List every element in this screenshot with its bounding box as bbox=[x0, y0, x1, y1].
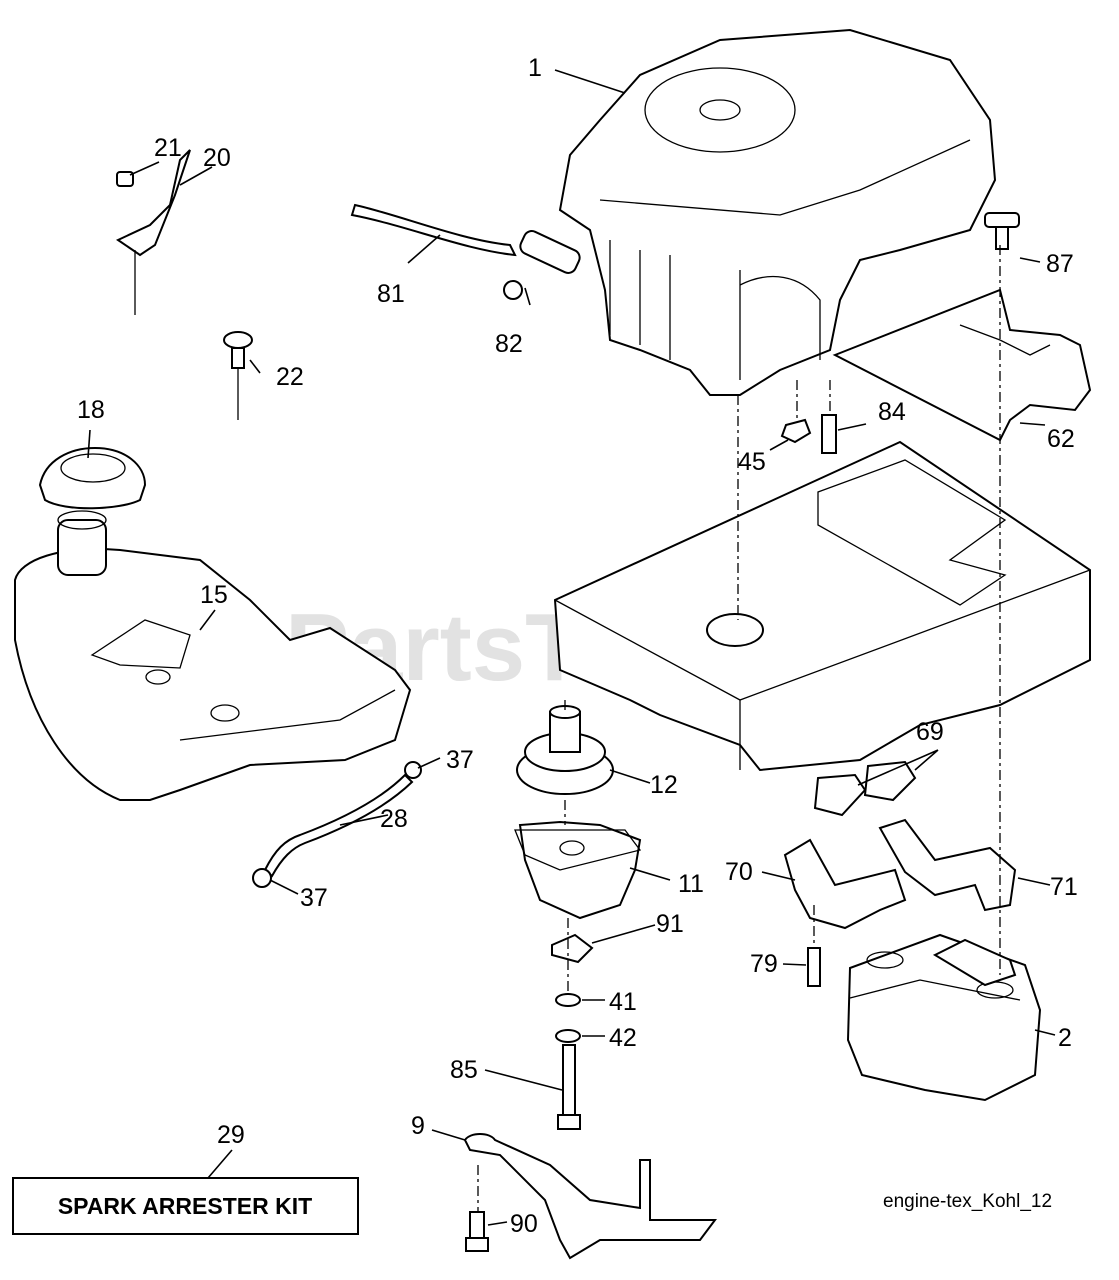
nut-45-part[interactable] bbox=[780, 418, 812, 444]
heat-shield-part[interactable] bbox=[832, 288, 1092, 442]
bolt-85-part[interactable] bbox=[557, 1044, 581, 1130]
hose-clamp-upper-part[interactable] bbox=[404, 761, 422, 779]
muffler-part[interactable] bbox=[846, 933, 1042, 1102]
callout-2: 2 bbox=[1058, 1024, 1072, 1052]
callout-45: 45 bbox=[738, 448, 766, 476]
callout-20: 20 bbox=[203, 144, 231, 172]
callout-37-upper: 37 bbox=[446, 746, 474, 774]
fuel-hose-part[interactable] bbox=[263, 773, 414, 878]
spark-arrester-kit-box: SPARK ARRESTER KIT bbox=[12, 1177, 359, 1235]
muffler-bracket-part[interactable] bbox=[463, 1133, 717, 1260]
callout-1: 1 bbox=[528, 54, 542, 82]
fuel-line-part[interactable] bbox=[350, 203, 517, 257]
callout-81: 81 bbox=[377, 280, 405, 308]
callout-62: 62 bbox=[1047, 425, 1075, 453]
callout-18: 18 bbox=[77, 396, 105, 424]
screw-90-part[interactable] bbox=[465, 1211, 489, 1252]
exhaust-pipe-part[interactable] bbox=[783, 818, 1017, 930]
assembly-dash-lines bbox=[477, 245, 1001, 1212]
leader-lines bbox=[87, 69, 1056, 1226]
washer-42-part[interactable] bbox=[555, 1029, 581, 1043]
callout-69: 69 bbox=[916, 718, 944, 746]
callout-12: 12 bbox=[650, 771, 678, 799]
fuel-cap-part[interactable] bbox=[38, 446, 147, 510]
callout-labels: 1 87 81 82 21 20 22 18 15 37 28 37 62 84… bbox=[77, 54, 1078, 1238]
throttle-bracket-part[interactable] bbox=[115, 149, 191, 315]
washer-41-part[interactable] bbox=[555, 993, 581, 1007]
exhaust-gasket-part[interactable] bbox=[813, 760, 917, 817]
callout-21: 21 bbox=[154, 134, 182, 162]
frame-chassis-part[interactable] bbox=[553, 440, 1091, 772]
screw-22-part[interactable] bbox=[223, 331, 253, 420]
callout-87: 87 bbox=[1046, 250, 1074, 278]
callout-22: 22 bbox=[276, 363, 304, 391]
callout-90: 90 bbox=[510, 1210, 538, 1238]
callout-28: 28 bbox=[380, 805, 408, 833]
callout-70: 70 bbox=[725, 858, 753, 886]
screw-79-part[interactable] bbox=[807, 947, 821, 987]
callout-42: 42 bbox=[609, 1024, 637, 1052]
callout-29: 29 bbox=[217, 1121, 245, 1149]
kit-label: SPARK ARRESTER KIT bbox=[58, 1193, 312, 1219]
callout-9: 9 bbox=[411, 1112, 425, 1140]
engine-pulley-part[interactable] bbox=[516, 705, 614, 795]
callout-41: 41 bbox=[609, 988, 637, 1016]
callout-37-lower: 37 bbox=[300, 884, 328, 912]
hose-clamp-lower-part[interactable] bbox=[252, 868, 272, 888]
callout-79: 79 bbox=[750, 950, 778, 978]
fuel-tank-part[interactable] bbox=[14, 510, 412, 801]
drawing-code: engine-tex_Kohl_12 bbox=[883, 1191, 1052, 1212]
callout-84: 84 bbox=[878, 398, 906, 426]
callout-71: 71 bbox=[1050, 873, 1078, 901]
callout-82: 82 bbox=[495, 330, 523, 358]
fuel-filter-part[interactable] bbox=[503, 228, 582, 300]
bolt-87-part[interactable] bbox=[984, 212, 1020, 250]
callout-15: 15 bbox=[200, 581, 228, 609]
spacer-part[interactable] bbox=[551, 933, 594, 964]
callout-85: 85 bbox=[450, 1056, 478, 1084]
callout-11: 11 bbox=[678, 870, 704, 898]
bolt-84-part[interactable] bbox=[821, 414, 837, 454]
pto-clutch-part[interactable] bbox=[514, 820, 642, 920]
callout-91: 91 bbox=[656, 910, 684, 938]
engine-part[interactable] bbox=[558, 28, 997, 396]
